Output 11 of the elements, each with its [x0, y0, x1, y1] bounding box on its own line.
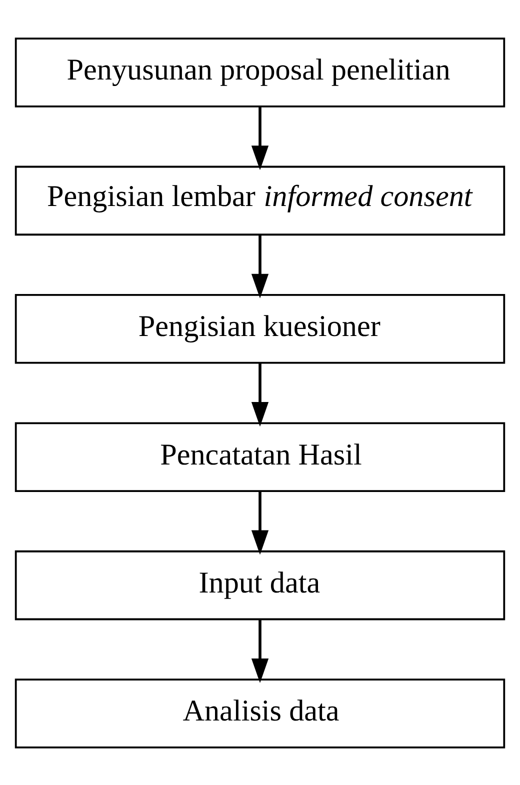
arrow: [251, 106, 269, 170]
node-box: Pengisian lembar informed consent: [14, 165, 506, 236]
node-box: Input data: [14, 550, 506, 620]
node-box: Pengisian kuesioner: [14, 294, 506, 364]
arrow: [251, 362, 269, 426]
arrow: [251, 619, 269, 683]
arrow: [251, 491, 269, 554]
node-box: Analisis data: [14, 678, 506, 748]
node-box: Penyusunan proposal penelitian: [14, 37, 506, 107]
node-box: Pencatatan Hasil: [14, 422, 506, 492]
arrow: [251, 234, 269, 298]
